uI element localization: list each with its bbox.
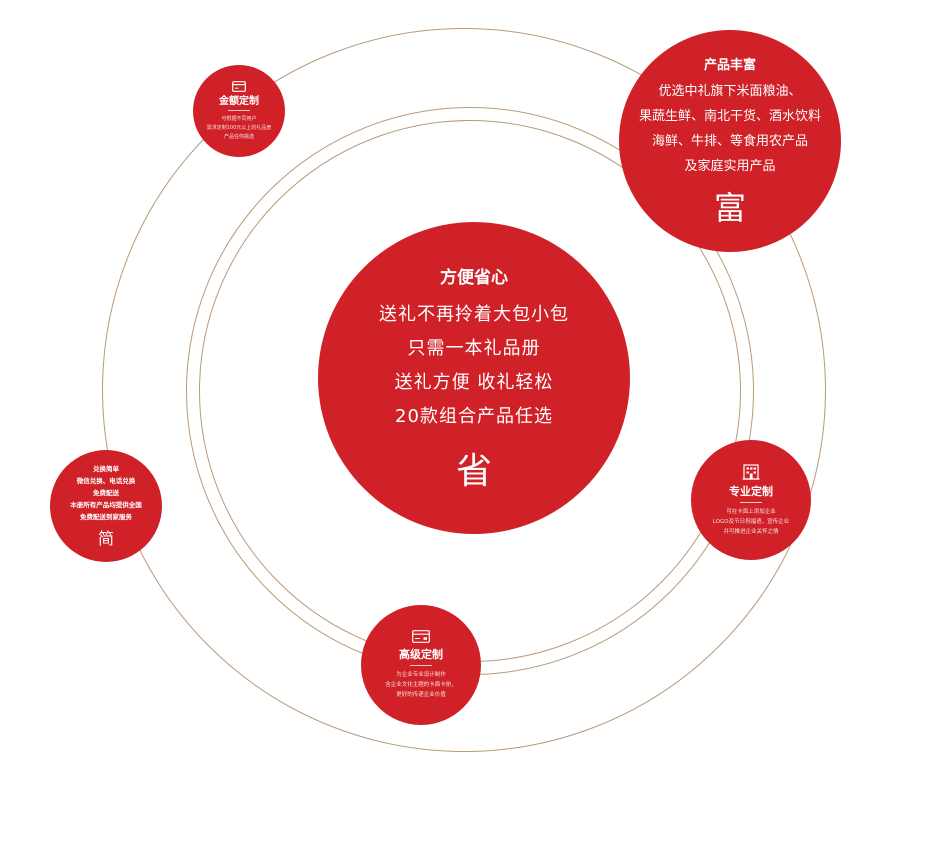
premium-line-1: 为企业专业设计制作 — [396, 672, 446, 678]
amount-line-3: 产品任你挑选 — [223, 133, 254, 140]
rich-line-2: 果蔬生鲜、南北干货、酒水饮料 — [638, 108, 821, 124]
pro-line-1: 可在卡面上添加企业 — [726, 509, 776, 515]
simple-line-3: 免费配送 — [93, 489, 119, 497]
pro-line-2: LOGO及节日祝福语，宣传企业 — [712, 519, 790, 525]
bubble-amount-customization: 金额定制 可根据不同用户 需求定制100元以上的礼品册 产品任你挑选 — [193, 65, 285, 157]
amount-line-2: 需求定制100元以上的礼品册 — [206, 124, 272, 131]
card-icon — [412, 630, 430, 643]
simple-line-4: 本册所有产品均提供全国 — [70, 501, 142, 509]
rich-line-3: 海鲜、牛排、等食用农产品 — [651, 133, 808, 149]
bubble-premium-customization: 高级定制 为企业专业设计制作 含企业文化主题的卡面卡册， 更好的传递企业价值 — [361, 605, 481, 725]
rich-line-1: 优选中礼旗下米面粮油、 — [658, 83, 802, 99]
center-line-2: 只需一本礼品册 — [407, 337, 541, 359]
rich-char: 富 — [713, 188, 746, 227]
pro-divider — [740, 502, 762, 503]
pro-title: 专业定制 — [729, 485, 773, 498]
premium-line-2: 含企业文化主题的卡面卡册， — [385, 682, 457, 688]
center-title: 方便省心 — [440, 267, 508, 288]
card-icon — [232, 80, 246, 92]
bubble-professional-customization: 专业定制 可在卡面上添加企业 LOGO及节日祝福语，宣传企业 并可推进企业关怀之… — [691, 440, 811, 560]
center-line-3: 送礼方便 收礼轻松 — [394, 371, 554, 393]
center-char: 省 — [455, 450, 492, 492]
simple-line-5: 免费配送到家服务 — [80, 513, 132, 521]
center-bubble-convenience: 方便省心 送礼不再拎着大包小包 只需一本礼品册 送礼方便 收礼轻松 20款组合产… — [318, 222, 630, 534]
simple-char: 简 — [97, 529, 114, 548]
premium-title: 高级定制 — [399, 648, 443, 661]
center-line-4: 20款组合产品任选 — [395, 405, 553, 427]
rich-line-4: 及家庭实用产品 — [684, 158, 776, 174]
simple-line-2: 微信兑换、电话兑换 — [76, 477, 136, 485]
pro-line-3: 并可推进企业关怀之情 — [723, 529, 779, 535]
building-icon — [742, 464, 760, 480]
outer-ring — [102, 28, 826, 752]
premium-line-3: 更好的传递企业价值 — [396, 692, 446, 698]
bubble-simple-redemption: 兑换简单 微信兑换、电话兑换 免费配送 本册所有产品均提供全国 免费配送到家服务… — [50, 450, 162, 562]
center-line-1: 送礼不再拎着大包小包 — [379, 303, 569, 325]
bubble-product-richness: 产品丰富 优选中礼旗下米面粮油、 果蔬生鲜、南北干货、酒水饮料 海鲜、牛排、等食… — [619, 30, 841, 252]
amount-title: 金额定制 — [219, 95, 259, 107]
premium-divider — [410, 665, 432, 666]
amount-divider — [228, 109, 250, 111]
amount-line-1: 可根据不同用户 — [221, 115, 257, 122]
simple-line-1: 兑换简单 — [93, 465, 119, 473]
rich-title: 产品丰富 — [703, 57, 756, 73]
